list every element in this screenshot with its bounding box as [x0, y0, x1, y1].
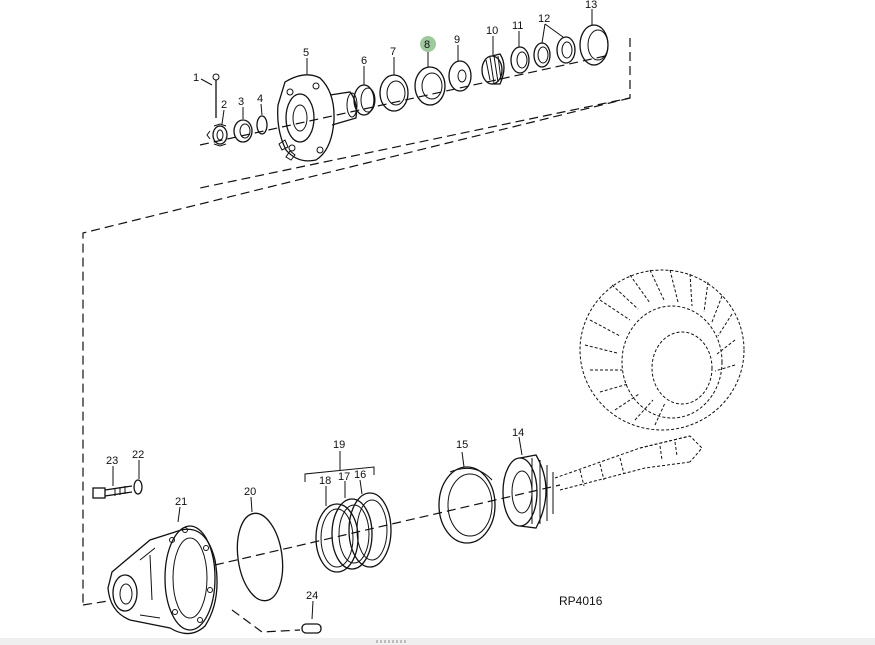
callout-1: 1: [193, 72, 199, 84]
callout-6: 6: [361, 55, 367, 67]
part-10-bearing[interactable]: [481, 36, 505, 85]
part-9-thrust-washer[interactable]: [448, 45, 472, 92]
part-20-o-ring[interactable]: [232, 496, 288, 604]
part-1-pin[interactable]: [200, 73, 220, 118]
pinion-shaft: [554, 435, 703, 491]
assembly-guide-lines: [82, 38, 631, 633]
callout-22: 22: [132, 449, 144, 461]
callout-3: 3: [238, 96, 244, 108]
part-4-o-ring[interactable]: [256, 103, 268, 135]
part-3-washer[interactable]: [233, 107, 253, 143]
part-19-piston-assembly[interactable]: [304, 451, 392, 573]
part-12-shims[interactable]: [533, 23, 576, 68]
part-15-bearing-cup[interactable]: [438, 451, 496, 544]
callout-9: 9: [454, 34, 460, 46]
callout-23: 23: [106, 455, 118, 467]
callout-2: 2: [221, 99, 227, 111]
resize-grip-icon[interactable]: [376, 640, 408, 643]
callout-21: 21: [175, 496, 187, 508]
part-13-cup[interactable]: [579, 9, 609, 66]
part-6-bushing[interactable]: [353, 66, 376, 116]
callout-4: 4: [257, 93, 263, 105]
callout-13: 13: [585, 0, 597, 11]
callout-8: 8: [424, 39, 430, 51]
callout-15: 15: [456, 439, 468, 451]
callout-16: 16: [354, 469, 366, 481]
callout-18: 18: [319, 475, 331, 487]
part-5-carrier-housing[interactable]: [277, 58, 358, 162]
part-7-ring[interactable]: [379, 57, 409, 112]
callout-8-highlight-marker: [420, 36, 436, 52]
part-14-bearing-cone[interactable]: [502, 436, 554, 529]
callout-11: 11: [512, 20, 523, 32]
part-21-differential-housing[interactable]: [107, 506, 218, 635]
callout-19: 19: [333, 439, 345, 451]
ring-gear: [579, 269, 745, 431]
part-22-lock-washer[interactable]: [133, 460, 143, 495]
part-11-race[interactable]: [510, 31, 530, 74]
figure-reference-code: RP4016: [559, 594, 603, 608]
part-23-bolt[interactable]: [92, 466, 133, 499]
bottom-scroll-bar[interactable]: [0, 638, 875, 645]
part-8-ring[interactable]: [414, 52, 446, 106]
callout-17: 17: [338, 471, 350, 483]
callout-14: 14: [512, 427, 524, 439]
callout-10: 10: [486, 25, 498, 37]
callout-12: 12: [538, 13, 550, 25]
callout-5: 5: [303, 47, 309, 59]
callout-labels: 1 2 3 4 5 6 7 8 9 10 11 12 13 14 15 16 1…: [106, 0, 603, 608]
part-2-nut[interactable]: [206, 109, 228, 147]
callout-7: 7: [390, 46, 396, 58]
part-24-dowel-pin[interactable]: [301, 600, 322, 634]
callout-20: 20: [244, 486, 256, 498]
callout-24: 24: [306, 590, 318, 602]
